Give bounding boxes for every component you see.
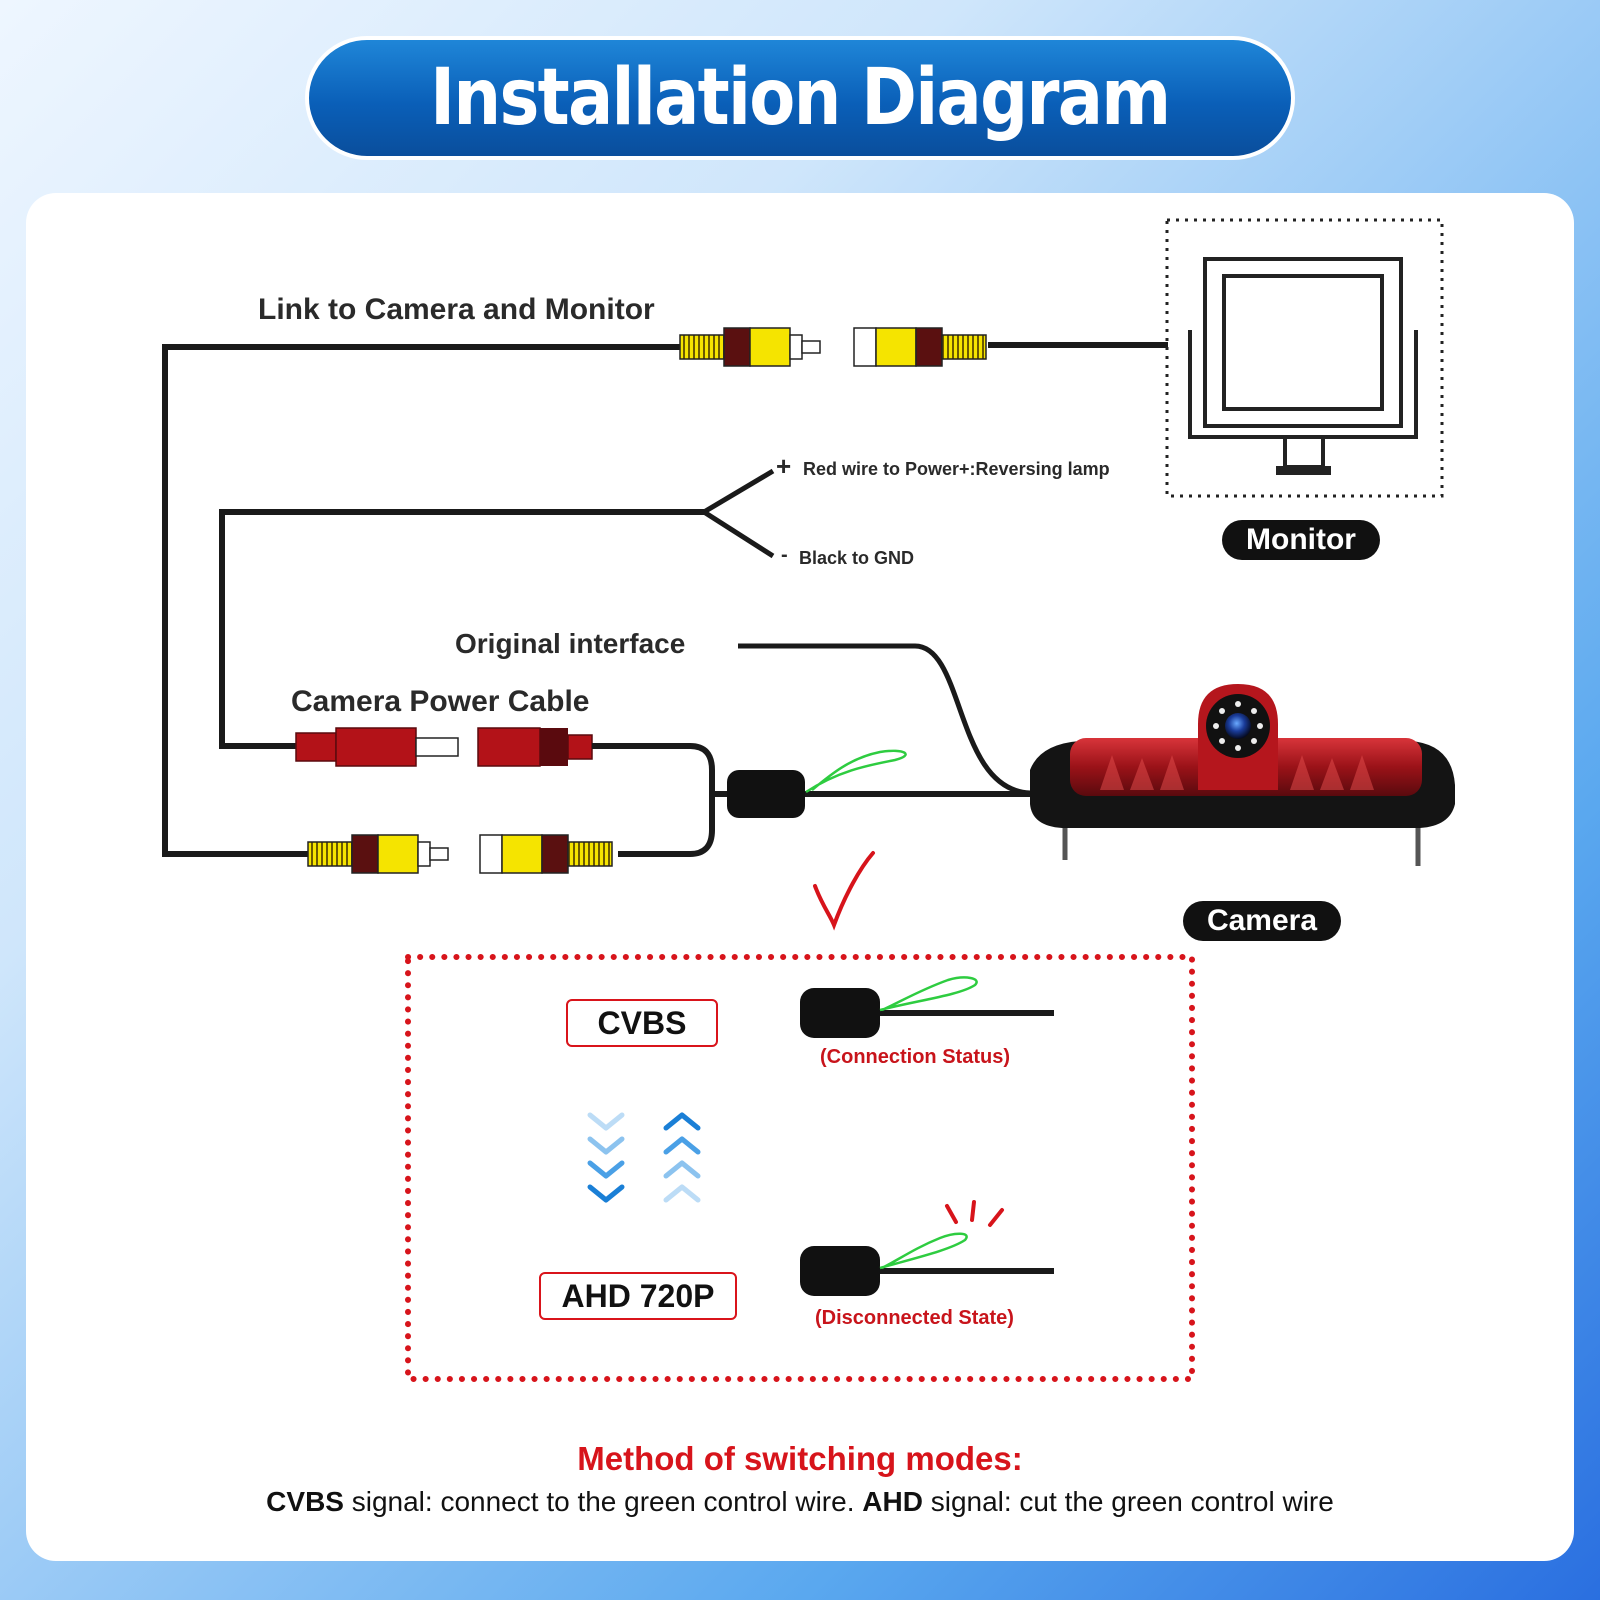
title-banner: Installation Diagram bbox=[305, 36, 1295, 160]
cut-spark-icon bbox=[945, 1200, 1004, 1227]
junction-box bbox=[727, 770, 805, 818]
power-cable-label: Camera Power Cable bbox=[291, 685, 590, 718]
page-title: Installation Diagram bbox=[430, 53, 1171, 143]
link-cable-label: Link to Camera and Monitor bbox=[258, 293, 655, 326]
monitor-tag: Monitor bbox=[1222, 520, 1380, 560]
method-title: Method of switching modes: bbox=[577, 1440, 1023, 1477]
check-mark-icon bbox=[813, 851, 875, 931]
ahd-mode-label: AHD 720P bbox=[539, 1272, 737, 1320]
mode-switch-box bbox=[405, 954, 1195, 1382]
cvbs-mode-label: CVBS bbox=[566, 999, 718, 1047]
rca-male-plug-bottom bbox=[307, 834, 449, 874]
plus-sign: + bbox=[776, 451, 792, 481]
ahd-connector bbox=[800, 1232, 1054, 1296]
rca-male-plug-top bbox=[679, 327, 821, 367]
power-cable-to-box bbox=[592, 743, 715, 857]
minus-sign: - bbox=[781, 544, 788, 566]
ahd-bold: AHD bbox=[862, 1486, 923, 1517]
cvbs-text: signal: connect to the green control wir… bbox=[343, 1486, 863, 1517]
power-plug-female bbox=[477, 727, 593, 767]
original-interface-label: Original interface bbox=[455, 628, 686, 659]
camera-tag: Camera bbox=[1183, 901, 1341, 941]
rca-female-plug-top bbox=[853, 327, 987, 367]
monitor-illustration bbox=[1165, 218, 1444, 498]
cvbs-bold: CVBS bbox=[266, 1486, 344, 1517]
camera-illustration bbox=[1030, 684, 1455, 866]
cvbs-status: (Connection Status) bbox=[820, 1046, 1010, 1068]
link-cable bbox=[162, 342, 1168, 857]
diagram-panel bbox=[26, 193, 1574, 1561]
chevron-down-icon bbox=[587, 1112, 625, 1203]
power-wiring bbox=[219, 468, 775, 749]
cvbs-connector bbox=[800, 976, 1054, 1038]
chevron-up-icon bbox=[663, 1112, 701, 1203]
method-description: CVBS signal: connect to the green contro… bbox=[0, 1486, 1600, 1518]
power-plug-male bbox=[295, 727, 459, 767]
red-wire-label: Red wire to Power+:Reversing lamp bbox=[803, 459, 1110, 479]
original-interface-wire bbox=[738, 643, 1031, 796]
rca-female-plug-bottom bbox=[479, 834, 613, 874]
ahd-status: (Disconnected State) bbox=[815, 1307, 1014, 1329]
green-control-wire bbox=[805, 749, 907, 794]
black-wire-label: Black to GND bbox=[799, 548, 915, 568]
ahd-text: signal: cut the green control wire bbox=[922, 1486, 1334, 1517]
